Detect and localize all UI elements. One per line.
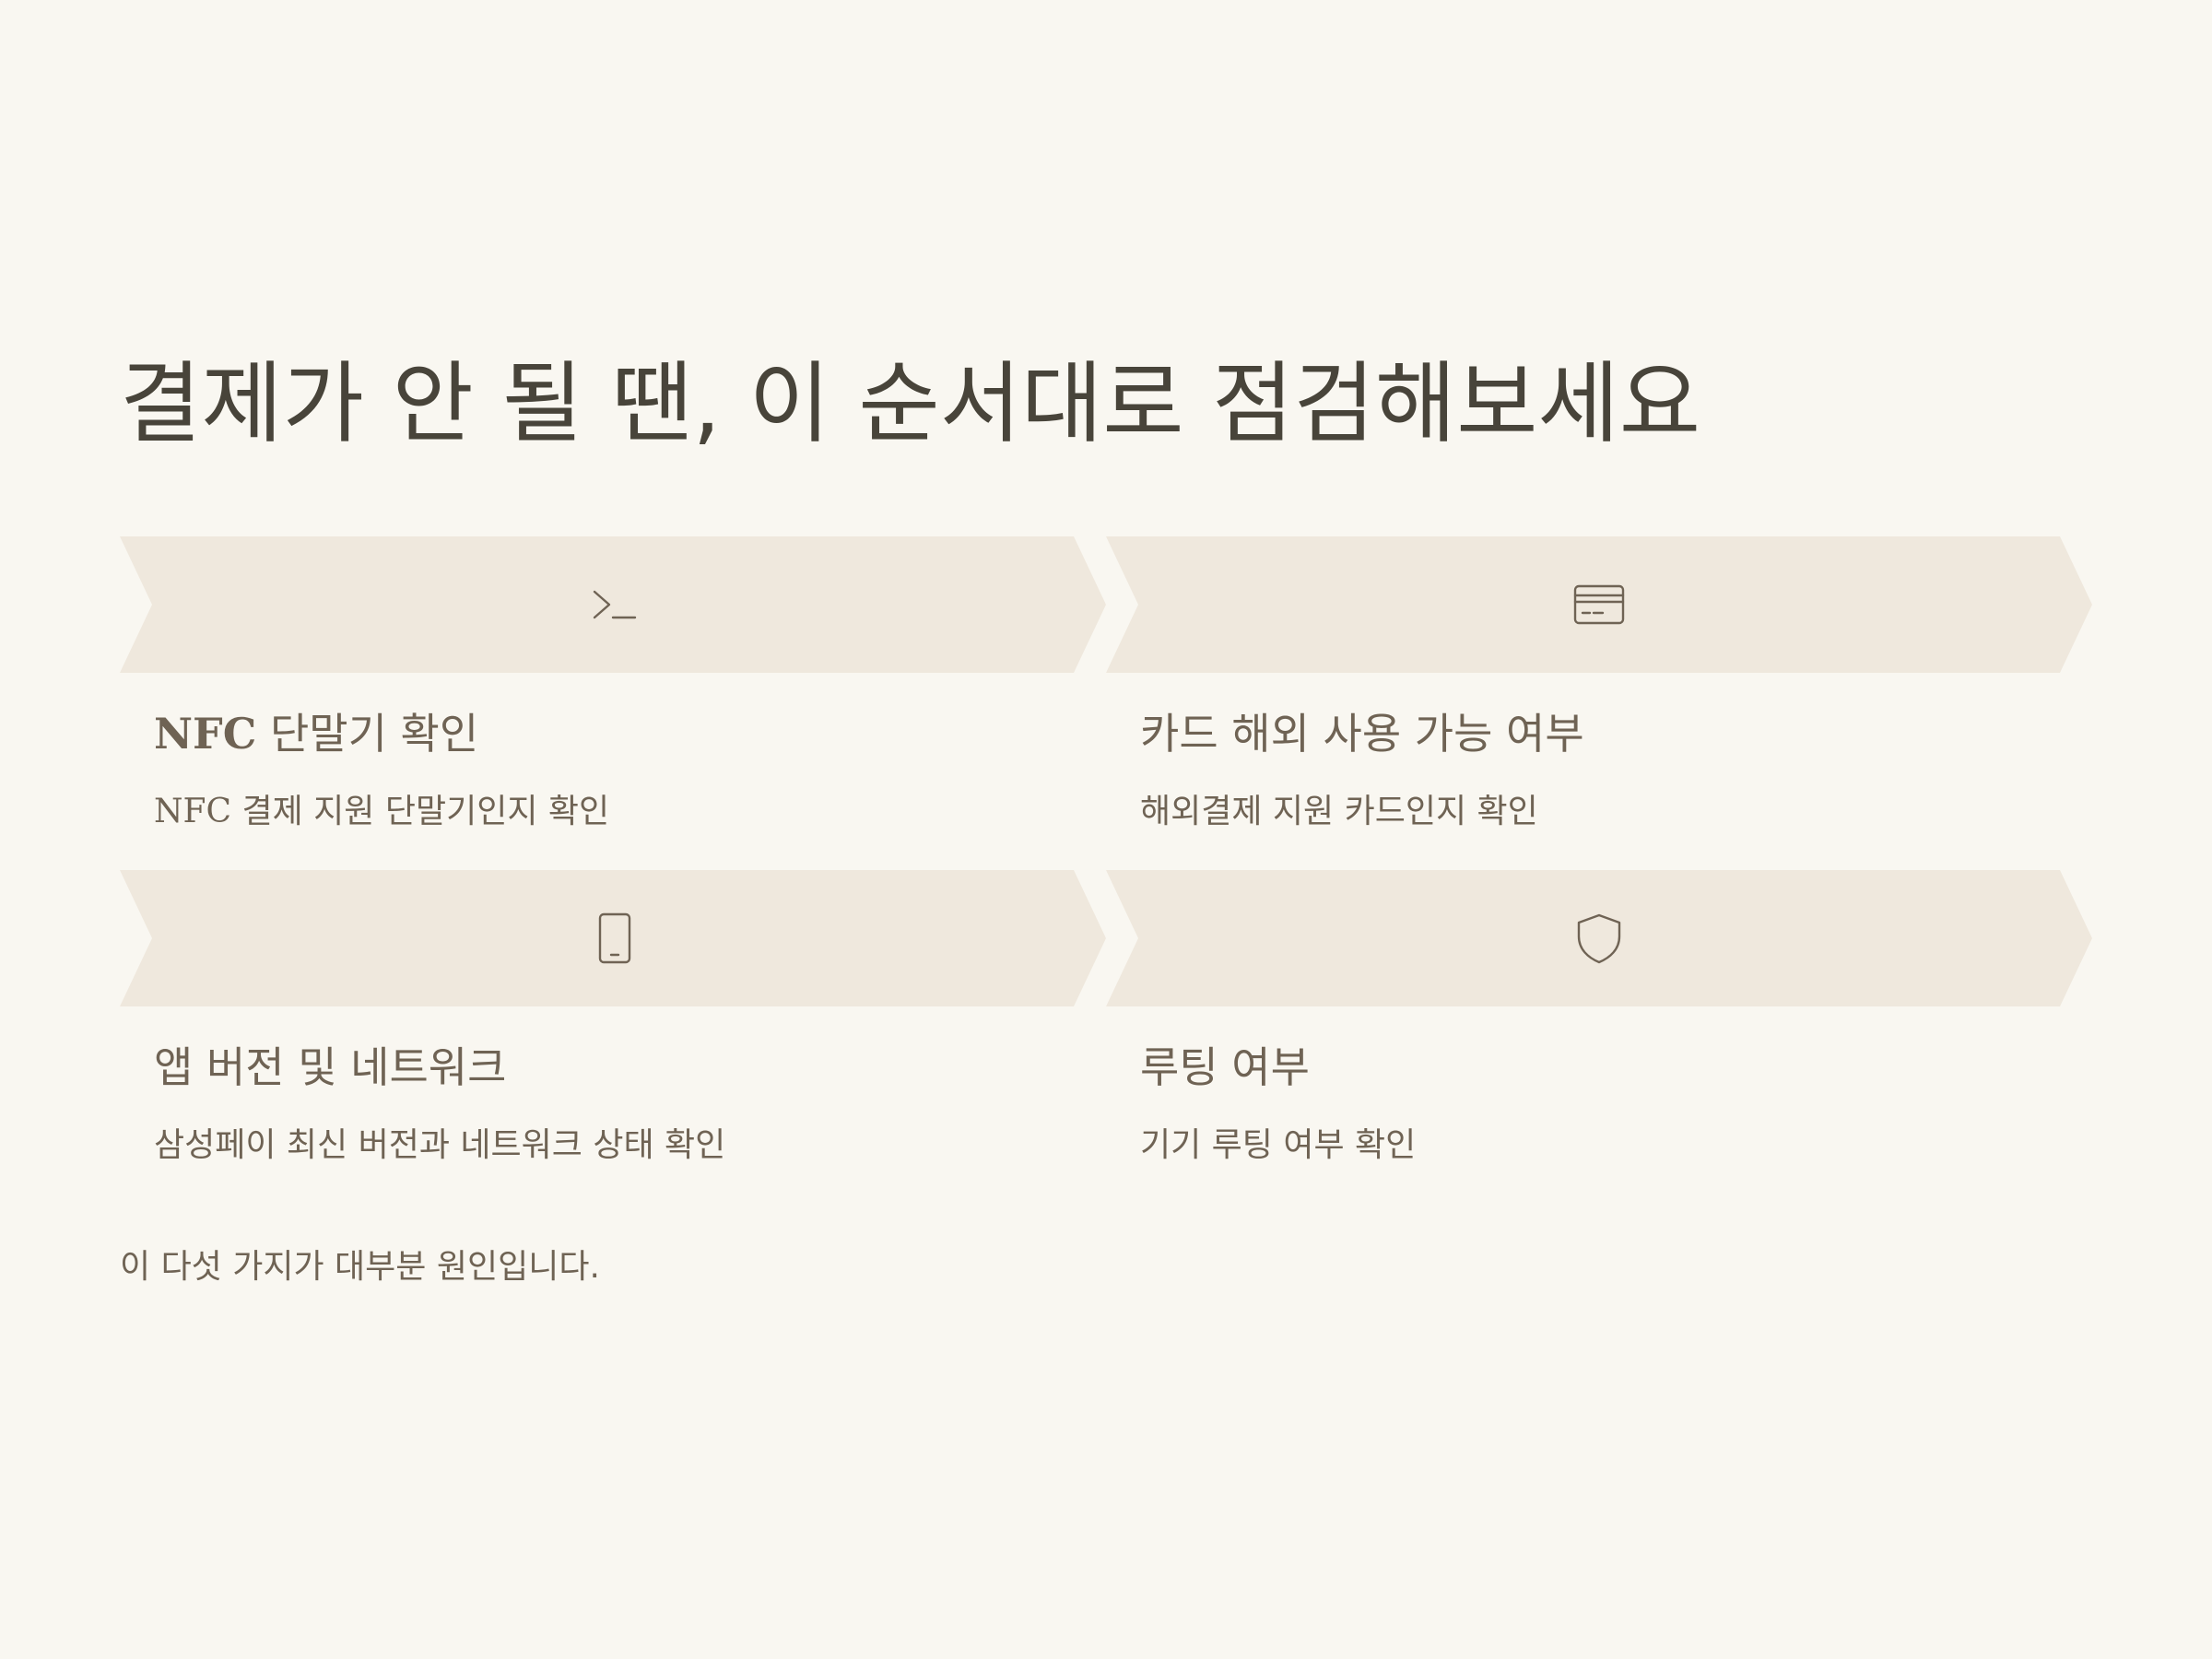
step-title-text: 카드 해외 사용 가능 여부 [1140,709,1584,759]
chevron-banner-shape [120,536,1106,673]
step-title-text: 루팅 여부 [1140,1042,1310,1092]
step-card-nfc-terminal: NFC 단말기 확인 NFC 결제 지원 단말기인지 확인 [120,536,1106,868]
step-description: NFC 결제 지원 단말기인지 확인 [154,793,610,830]
step-banner [1106,870,2092,1006]
terminal-prompt-icon [585,577,641,632]
step-title-text: 앱 버전 및 네트워크 [154,1042,507,1092]
step-card-rooting: 루팅 여부 기기 루팅 여부 확인 [1106,870,2092,1202]
step-banner [1106,536,2092,673]
step-title: NFC 단말기 확인 [154,706,478,761]
chevron-banner-shape [120,870,1106,1006]
chevron-banner-shape [1106,536,2092,673]
step-title-text: 단말기 확인 [256,709,479,759]
step-card-card-overseas: 카드 해외 사용 가능 여부 해외결제 지원 카드인지 확인 [1106,536,2092,868]
step-banner [120,536,1106,673]
footer-note: 이 다섯 가지가 대부분 원인입니다. [120,1248,600,1286]
step-title: 카드 해외 사용 가능 여부 [1140,706,1584,761]
step-description: 삼성페이 최신 버전과 네트워크 상태 확인 [154,1126,726,1164]
step-banner [120,870,1106,1006]
smartphone-icon [585,911,641,966]
step-description: 기기 루팅 여부 확인 [1140,1126,1417,1164]
step-title: 루팅 여부 [1140,1040,1310,1095]
page-title: 결제가 안 될 땐, 이 순서대로 점검해보세요 [120,352,1701,455]
shield-icon [1571,911,1627,966]
credit-card-icon [1571,577,1627,632]
step-title-brand: NFC [154,709,257,759]
step-title: 앱 버전 및 네트워크 [154,1040,506,1095]
step-card-app-network: 앱 버전 및 네트워크 삼성페이 최신 버전과 네트워크 상태 확인 [120,870,1106,1202]
chevron-banner-shape [1106,870,2092,1006]
step-description: 해외결제 지원 카드인지 확인 [1140,793,1538,830]
